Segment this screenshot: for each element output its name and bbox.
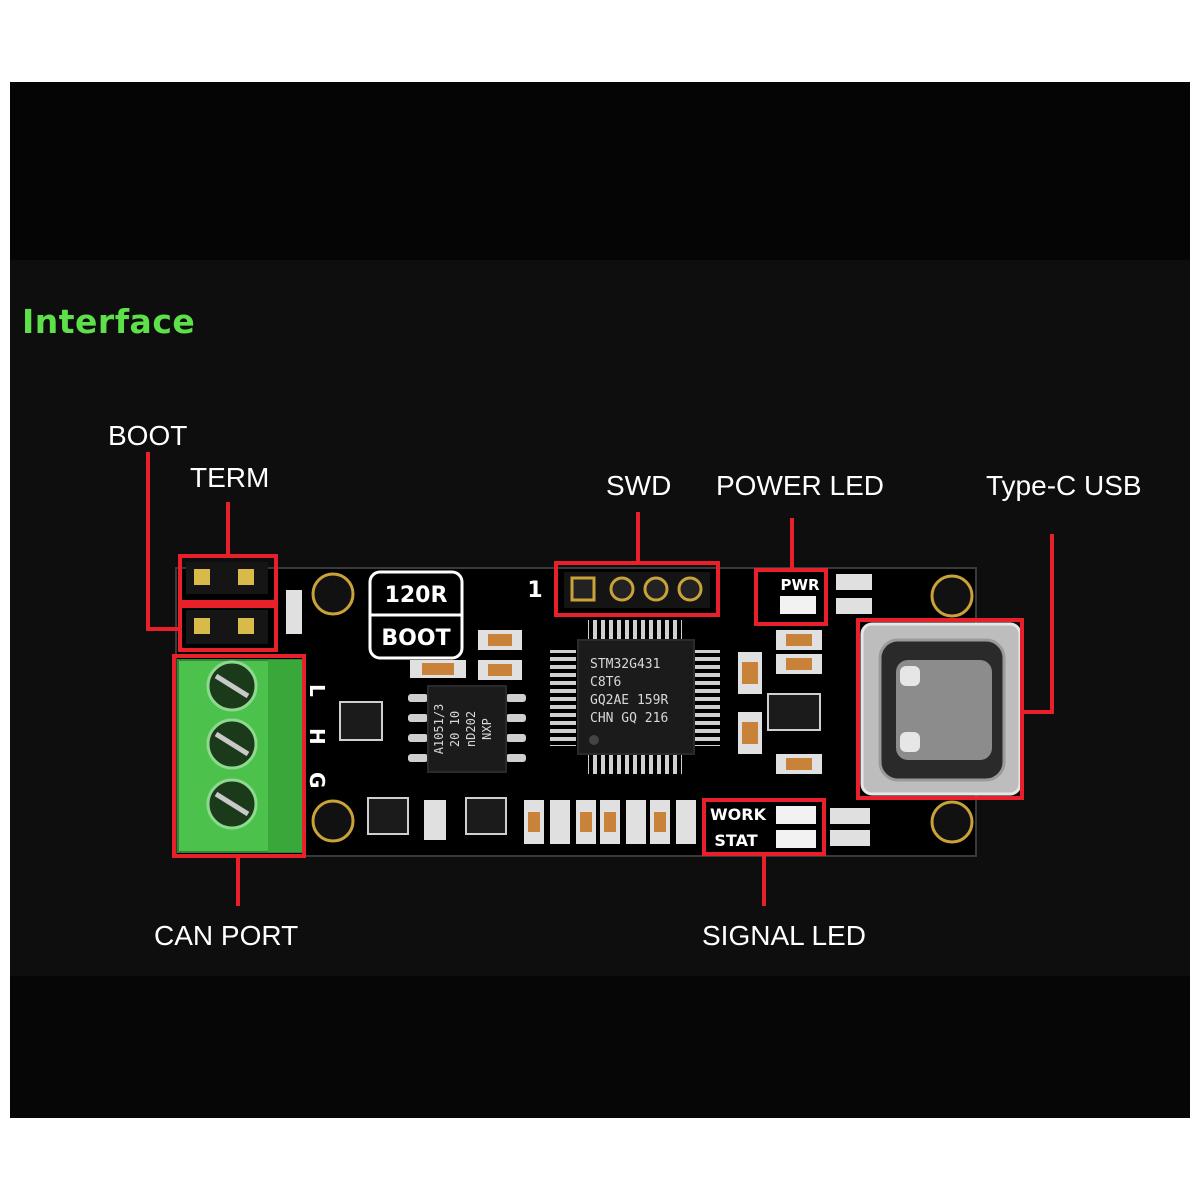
term-header <box>186 562 268 594</box>
section-title: Interface <box>22 302 196 341</box>
silk-stat: STAT <box>714 831 757 850</box>
resistor-row <box>524 800 696 844</box>
mcu-marking-line: C8T6 <box>590 675 621 690</box>
mcu-pins <box>550 620 720 774</box>
callout-label-can-port: CAN PORT <box>154 920 299 951</box>
top-dark-band <box>10 82 1190 260</box>
callout-label-signal-led: SIGNAL LED <box>702 920 866 951</box>
silk-pwr: PWR <box>780 576 820 594</box>
silk-boot: BOOT <box>381 626 450 651</box>
usb-c-connector <box>860 622 1022 796</box>
work-led <box>776 806 816 824</box>
stat-led <box>776 830 816 848</box>
power-led <box>780 596 816 614</box>
mcu-marking-line: GQ2AE 159R <box>590 693 668 708</box>
swd-header <box>564 572 710 608</box>
silk-work: WORK <box>710 805 767 824</box>
mcu-marking-line: CHN GQ 216 <box>590 711 668 726</box>
can-transceiver-chip <box>427 685 507 773</box>
bottom-dark-band <box>10 976 1190 1118</box>
transceiver-pins <box>408 694 526 762</box>
mounting-hole <box>930 800 974 844</box>
transceiver-marking-line: nD202 <box>464 711 478 747</box>
transceiver-marking-line: A1051/3 <box>432 704 446 755</box>
callout-label-type-c-usb: Type-C USB <box>986 470 1142 501</box>
mcu-chip <box>577 639 695 755</box>
silk-can-l: L <box>305 684 329 697</box>
mounting-hole <box>311 572 355 616</box>
boot-leader-line <box>146 452 180 631</box>
pin1-dot <box>589 735 599 745</box>
callout-label-boot: BOOT <box>108 420 188 451</box>
transceiver-marking-line: NXP <box>480 718 494 740</box>
can-terminal-block <box>177 659 303 853</box>
silk-pin1: 1 <box>527 578 542 603</box>
silk-120r: 120R <box>385 583 448 608</box>
usb-callout-box <box>856 618 1024 800</box>
callout-label-power-led: POWER LED <box>716 470 885 501</box>
mounting-hole <box>930 574 974 618</box>
silk-can-h: H <box>305 728 329 745</box>
boot-header <box>186 610 268 644</box>
silk-can-g: G <box>305 772 329 788</box>
mounting-hole <box>311 799 355 843</box>
callout-label-term: TERM <box>190 462 270 493</box>
transceiver-marking-line: 20 10 <box>448 711 462 747</box>
callout-label-swd: SWD <box>606 470 672 501</box>
usb-leader-line <box>1022 534 1054 714</box>
smd-components <box>286 574 872 846</box>
mcu-marking-line: STM32G431 <box>590 657 660 672</box>
